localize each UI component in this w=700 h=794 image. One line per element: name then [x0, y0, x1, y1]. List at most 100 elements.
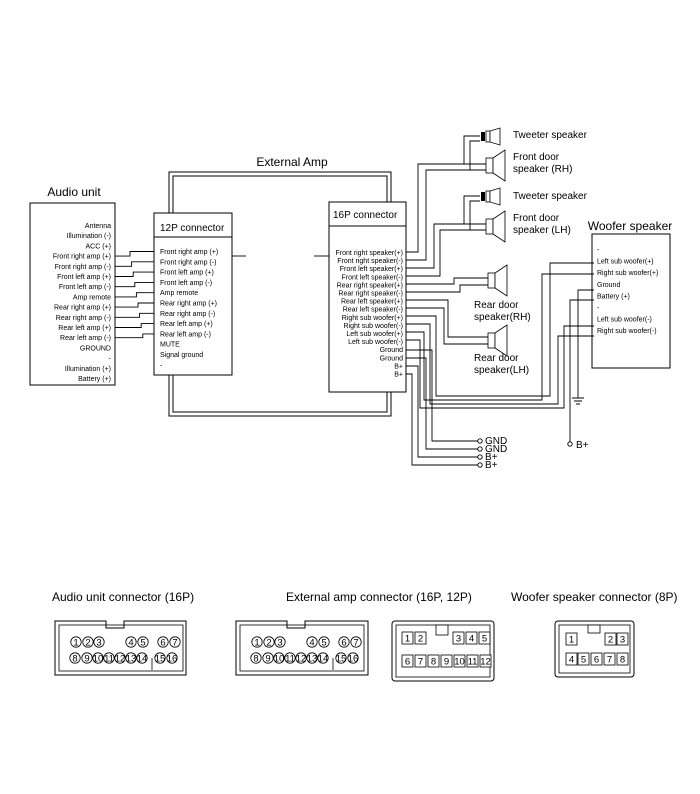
connector-pin: 9 — [81, 652, 93, 664]
connector-pin: 11 — [103, 652, 115, 664]
connector-pin: 8 — [250, 652, 262, 664]
connector-pin-label: 8 — [72, 653, 77, 664]
connector-pin-label: 16 — [167, 653, 178, 664]
connector-pin: 10 — [273, 652, 285, 664]
audio-unit-pin: Battery (+) — [78, 376, 111, 383]
connector-pin: 13 — [306, 652, 318, 664]
connector-pin-label: 2 — [608, 634, 613, 645]
audio-unit-pin: - — [109, 356, 112, 363]
connector-pin-label: 1 — [569, 634, 574, 645]
connector-pin-label: 5 — [482, 633, 487, 644]
connector-12p-pin: Signal ground — [160, 352, 203, 359]
woofer-pin: Right sub woofer(-) — [597, 328, 657, 335]
wire-woofer-ground — [577, 289, 594, 398]
connector-pin: 14 — [317, 652, 329, 664]
external-amp-title: External Amp — [256, 155, 328, 169]
connector-pin-label: 12 — [115, 653, 126, 664]
connector-pin: 7 — [350, 636, 362, 648]
connector-pin: 4 — [125, 636, 137, 648]
connector-pin: 7 — [414, 654, 427, 668]
woofer-speaker-title: Woofer speaker — [588, 219, 673, 233]
connector-12p-title: 12P connector — [160, 223, 225, 234]
connector-pin: 1 — [401, 631, 414, 645]
connector-pin-label: 3 — [277, 637, 282, 648]
audio-connector-title: Audio unit connector (16P) — [52, 590, 194, 604]
connector-16p-pin: Left sub woofer(-) — [348, 339, 403, 346]
audio-unit-pin: Amp remote — [73, 294, 111, 301]
connector-pin-label: 14 — [137, 653, 148, 664]
connector-pin-label: 15 — [155, 653, 166, 664]
audio-12p-wire — [115, 302, 154, 308]
connector-pin: 6 — [590, 652, 603, 666]
connector-pin-label: 12 — [296, 653, 307, 664]
front-lh-label-2: speaker (LH) — [513, 225, 571, 236]
wire-right-sub-pos — [406, 262, 594, 397]
woofer-pin: Battery (+) — [597, 293, 630, 300]
connector-pin-label: 1 — [254, 637, 259, 648]
wire-woofer-battery — [569, 299, 594, 442]
rear-rh-label-2: speaker(RH) — [474, 312, 531, 323]
connector-pin-label: 13 — [126, 653, 137, 664]
audio-unit-pin: Front left amp (+) — [57, 274, 111, 281]
woofer-bplus-label: B+ — [576, 440, 589, 451]
connector-16p-pin: Rear left speaker(+) — [341, 299, 403, 306]
connector-pin-label: 5 — [581, 654, 586, 665]
connector-pin-label: 7 — [607, 654, 612, 665]
connector-pin-label: 15 — [336, 653, 347, 664]
connector-pin: 6 — [157, 636, 169, 648]
rear-door-speaker-rh — [487, 264, 508, 297]
wire-front-left-neg — [406, 229, 464, 277]
connector-pin-label: 7 — [353, 637, 358, 648]
connector-pin: 3 — [274, 636, 286, 648]
audio-to-12p-wires — [115, 251, 329, 339]
connector-pin-label: 6 — [341, 637, 346, 648]
audio-12p-wire — [115, 333, 154, 339]
connector-pin-label: 4 — [128, 637, 133, 648]
audio-unit-title: Audio unit — [47, 185, 101, 199]
connector-16p-pin: Ground — [380, 347, 403, 354]
woofer-pin: Left sub woofer(-) — [597, 317, 652, 324]
audio-unit-pin: Front right amp (-) — [55, 264, 111, 271]
connector-pin-label: 2 — [266, 637, 271, 648]
wire-ground-2 — [406, 357, 478, 450]
connector-pin: 7 — [169, 636, 181, 648]
connector-16p-pin: Right sub woofer(+) — [342, 315, 403, 322]
audio-unit-pin: Illumination (+) — [65, 366, 111, 373]
connector-pin: 5 — [577, 652, 590, 666]
wire-rear-right-pos — [406, 277, 488, 285]
connector-pin: 2 — [263, 636, 275, 648]
connector-12p-pin: Rear left amp (+) — [160, 321, 213, 328]
connector-pin: 4 — [565, 652, 578, 666]
audio-unit-pin: Front right amp (+) — [53, 254, 111, 261]
bplus-label-1: B+ — [485, 452, 498, 463]
connector-pin-label: 11 — [285, 653, 295, 664]
connector-12p-pin: Amp remote — [160, 290, 198, 297]
connector-pin: 16 — [347, 652, 359, 664]
connector-pin: 9 — [440, 654, 453, 668]
audio-12p-wire — [115, 292, 154, 298]
gnd-label-1: GND — [485, 436, 507, 447]
bplus-terminal-2 — [477, 462, 483, 468]
connector-16p-pin: Rear right speaker(+) — [337, 282, 403, 289]
connector-16p-title: 16P connector — [333, 210, 398, 221]
connector-pin: 5 — [137, 636, 149, 648]
connector-pin-label: 12 — [480, 656, 491, 667]
connector-pin-label: 7 — [172, 637, 177, 648]
connector-16p-pin: Front right speaker(-) — [337, 258, 403, 265]
connector-12p-pin: Front left amp (+) — [160, 270, 214, 277]
tweeter-label-1: Tweeter speaker — [513, 130, 588, 141]
audio-unit-pin: Rear right amp (+) — [54, 305, 111, 312]
connector-12p-box — [153, 212, 233, 376]
connector-pin: 9 — [262, 652, 274, 664]
connector-pin: 8 — [69, 652, 81, 664]
connector-pin-label: 11 — [104, 653, 114, 664]
audio-unit-pin: Rear left amp (+) — [58, 325, 111, 332]
wire-rear-right-neg — [406, 284, 488, 293]
connector-pin: 8 — [616, 652, 629, 666]
connector-pin-label: 2 — [418, 633, 423, 644]
connector-pin-label: 3 — [96, 637, 101, 648]
connector-pin: 5 — [318, 636, 330, 648]
